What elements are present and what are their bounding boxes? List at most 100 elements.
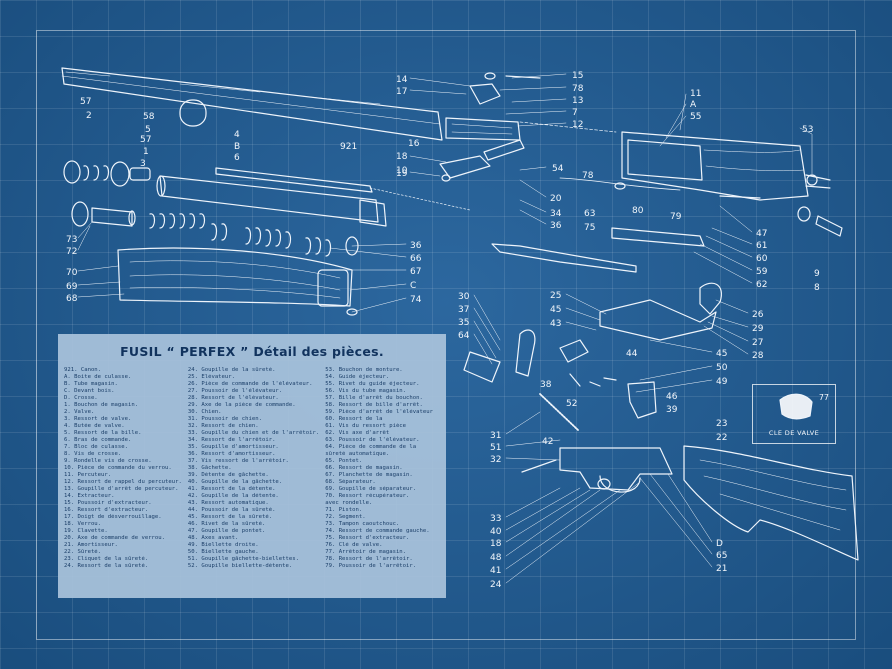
callout-number: 41: [490, 566, 502, 576]
callout-number: 23: [716, 419, 728, 429]
parts-list-entry: 60. Ressort de la: [325, 416, 383, 422]
callout-number: 36: [550, 221, 562, 231]
callout-number: 27: [752, 338, 764, 348]
callout-number: 51: [490, 443, 502, 453]
parts-list-entry: 49. Biellette droite.: [187, 542, 259, 548]
parts-list-entry: 19. Clavette.: [64, 528, 108, 534]
callout-number: 24: [490, 580, 502, 590]
parts-list-entry: 11. Percuteur.: [64, 472, 112, 478]
parts-list-entry: 53. Bouchon de monture.: [325, 367, 403, 373]
parts-list-entry: 33. Goupille du chien et de l'arrêtoir.: [187, 430, 320, 436]
panel-title: FUSIL “ PERFEX ” Détail des pièces.: [120, 344, 384, 359]
parts-list-entry: 79. Poussoir de l'arrêtoir.: [325, 563, 417, 569]
callout-number: 45: [716, 349, 728, 359]
parts-list-entry: 15. Poussoir d'extracteur.: [64, 500, 152, 506]
callout-number: 70: [66, 268, 78, 278]
callout-number: 9: [814, 269, 820, 279]
parts-list-entry: 64. Pièce de commande de la: [325, 444, 417, 450]
parts-list-entry: 14. Extracteur.: [64, 493, 115, 499]
parts-list-entry: 57. Bille d'arrêt du bouchon.: [325, 395, 423, 401]
callout-number: 69: [66, 282, 78, 292]
callout-number: 17: [396, 87, 408, 97]
callout-number: 52: [566, 399, 578, 409]
callout-number: 78: [572, 84, 584, 94]
barrel-part: [61, 67, 443, 141]
parts-list-entry: 34. Ressort de l'arrêtoir.: [187, 437, 276, 443]
parts-list-entry: 46. Rivet de la sûreté.: [187, 521, 266, 527]
parts-list-entry: 9. Rondelle vis de crosse.: [64, 458, 152, 464]
callout-number: 54: [552, 164, 564, 174]
callout-number: 61: [756, 241, 768, 251]
parts-list-entry: 23. Cliquet de la sûreté.: [64, 556, 149, 562]
parts-list-entry: 74. Ressort de commande gauche.: [325, 528, 430, 534]
blueprint-frame: [36, 30, 856, 640]
parts-list-entry: avec rondelle.: [325, 500, 373, 506]
callout-number: 49: [716, 377, 728, 387]
parts-list-entry: 67. Planchette de magasin.: [325, 472, 413, 478]
callout-number: 4: [234, 130, 240, 140]
callout-number: 35: [458, 318, 470, 328]
callout-number: 33: [490, 514, 502, 524]
callout-number: 22: [716, 433, 728, 443]
parts-list-entry: 1. Bouchon de magasin.: [64, 402, 139, 408]
parts-list-entry: 76. Clé de valve.: [325, 542, 383, 548]
parts-list-entry: 54. Guide éjecteur.: [325, 374, 390, 380]
callout-number: 25: [550, 291, 562, 301]
parts-list-entry: 13. Goupille d'arrêt de percuteur.: [64, 486, 179, 492]
parts-list-entry: 7. Bloc de culasse.: [64, 444, 128, 450]
valve-key-box: 77 CLE DE VALVE: [752, 384, 836, 444]
callout-number: 34: [550, 209, 562, 219]
parts-list-entry: 44. Poussoir de la sûreté.: [187, 507, 276, 513]
parts-list-entry: C. Devant bois.: [64, 388, 115, 394]
callout-number: 37: [458, 305, 470, 315]
callout-number: 20: [550, 194, 562, 204]
callout-number: 30: [458, 292, 470, 302]
parts-list-entry: sûreté automatique.: [325, 451, 390, 457]
receiver-part: [621, 131, 831, 201]
parts-list-entry: 24. Ressort de la sûreté.: [64, 563, 149, 569]
parts-list-entry: 5. Ressort de la bille.: [64, 430, 142, 436]
callout-number: 11: [690, 89, 702, 99]
callout-number: D: [716, 539, 723, 549]
callout-number: 38: [540, 380, 552, 390]
parts-list-entry: 70. Ressort récupérateur.: [325, 493, 410, 499]
stock-part: [683, 445, 859, 561]
parts-list-entry: 35. Goupille d'amortisseur.: [187, 444, 279, 450]
parts-list-entry: 45. Ressort de la sûreté.: [187, 514, 273, 520]
parts-list-entry: 66. Ressort de magasin.: [325, 465, 403, 471]
callout-number: 60: [756, 254, 768, 264]
parts-list-entry: 68. Séparateur.: [325, 479, 376, 485]
parts-list-entry: 4. Butée de valve.: [64, 423, 125, 429]
forend-part: [117, 247, 358, 316]
parts-list-entry: 56. Vis du tube magasin.: [325, 388, 407, 394]
callout-number: 31: [490, 431, 502, 441]
callout-number: 64: [458, 331, 470, 341]
parts-list-entry: 8. Vis de crosse.: [64, 451, 122, 457]
parts-list-entry: 62. Vis axe d'arrêt: [325, 430, 390, 436]
parts-list-entry: 2. Valve.: [64, 409, 95, 415]
callout-number: 75: [584, 223, 596, 233]
parts-list-entry: 12. Ressort de rappel du percuteur.: [64, 479, 182, 485]
parts-list-entry: 17. Doigt de désverrouillage.: [64, 514, 162, 520]
callout-number: 12: [572, 120, 584, 130]
callout-number: 6: [234, 153, 240, 163]
parts-list-entry: 55. Rivet du guide éjecteur.: [325, 381, 420, 387]
callout-number: 44: [626, 349, 638, 359]
callout-number: 32: [490, 455, 502, 465]
magazine-tube-part: [156, 167, 471, 227]
parts-list-entry: 25. Élévateur.: [187, 374, 236, 380]
parts-list-entry: 58. Ressort de bille d'arrêt.: [325, 402, 423, 408]
parts-list-entry: 47. Goupille de pontet.: [187, 528, 266, 534]
parts-list-entry: 31. Poussoir de chien.: [187, 416, 262, 422]
parts-list-entry: 18. Verrou.: [64, 521, 102, 527]
parts-list-entry: 69. Goupille de séparateur.: [325, 486, 417, 492]
parts-list-entry: 22. Sûreté.: [64, 549, 102, 555]
callout-number: 57: [80, 97, 92, 107]
parts-list-entry: 10. Pièce de commande du verrou.: [64, 465, 172, 471]
callout-number: 13: [572, 96, 584, 106]
callout-number: A: [690, 100, 697, 110]
callout-number: 7: [572, 108, 578, 118]
callout-number: 18: [490, 539, 502, 549]
parts-list-entry: 39. Détente de gâchette.: [187, 472, 269, 478]
parts-list-entry: B. Tube magasin.: [64, 381, 118, 387]
